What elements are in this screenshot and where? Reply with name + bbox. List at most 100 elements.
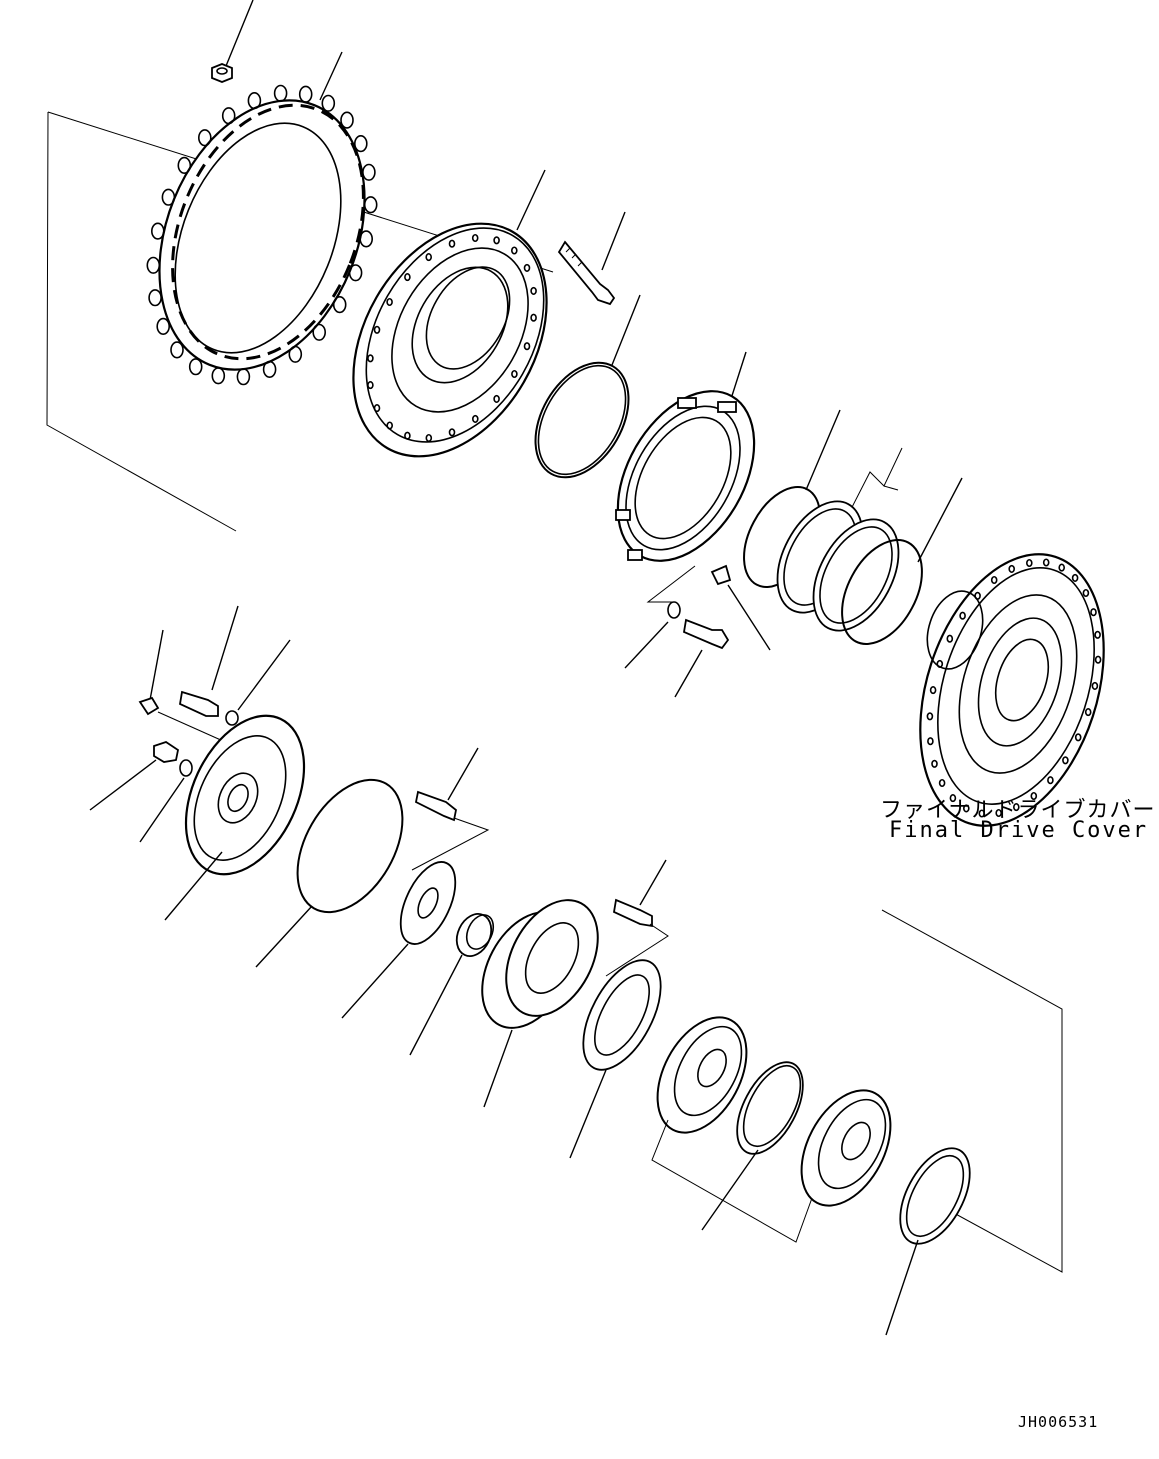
- sprocket-tooth: [198, 129, 212, 147]
- hub-bolt-hole: [373, 404, 381, 413]
- sprocket-tooth: [332, 296, 347, 314]
- cover-bolt-hole: [1074, 733, 1082, 742]
- hub-bolt-hole: [493, 236, 500, 245]
- ball-bearing-inner-part: [651, 1089, 892, 1243]
- cover-bolt-hole: [1082, 588, 1090, 598]
- cover-bolt-hole: [929, 686, 937, 695]
- cover-bolt-hole: [927, 737, 934, 746]
- cover-bolt-hole: [949, 794, 957, 803]
- plug-o-ring-part: [139, 759, 193, 843]
- sprocket-tooth: [188, 358, 203, 376]
- hub-part: [352, 169, 548, 458]
- washer-part: [624, 565, 696, 669]
- cover-bolt-hole: [1030, 791, 1038, 801]
- cover-bolt-part: [178, 605, 239, 717]
- hub-bolt-hole: [511, 369, 518, 379]
- cover-washer-part: [225, 639, 291, 726]
- hub-bolt-hole: [386, 297, 393, 307]
- o-ring-part: [534, 294, 641, 479]
- hub-bolt-hole: [530, 286, 537, 295]
- cover-bolt-hole: [1071, 573, 1079, 582]
- floating-seal-o-ring-part: [841, 477, 963, 645]
- sprocket-tooth: [156, 317, 170, 336]
- cover-bolt-hole: [938, 778, 946, 788]
- cover-bolt-hole: [1008, 564, 1016, 573]
- hub-bolt-hole: [404, 431, 411, 440]
- cover-bolt-hole: [1058, 563, 1065, 572]
- snap-ring-part: [885, 1147, 971, 1336]
- bolt-part: [674, 618, 730, 698]
- final-drive-cover-part: [919, 553, 1105, 827]
- hub-bolt-hole: [471, 414, 479, 423]
- nut-part: [211, 0, 254, 83]
- hub-bolt-hole: [386, 421, 394, 430]
- hub-bolt-hole: [448, 428, 456, 437]
- sprocket-tooth: [353, 135, 368, 153]
- hub-bolt-hole: [523, 263, 531, 272]
- sprocket-tooth: [348, 264, 363, 282]
- cover-bolt-hole: [931, 759, 938, 768]
- cover-bolt-hole: [1062, 756, 1069, 765]
- hub-bolt-hole: [510, 246, 518, 255]
- cover-bolt-hole: [1090, 608, 1097, 617]
- assembly-bracket-bottom: [881, 909, 1063, 1273]
- cover-bolt-hole: [995, 808, 1003, 818]
- sprocket-tooth: [161, 188, 176, 206]
- spacer-part: [409, 913, 495, 1056]
- hub-bolt-hole: [471, 233, 479, 243]
- cover-bolt-hole: [962, 804, 970, 813]
- drawing-id: JH006531: [1018, 1413, 1099, 1431]
- cover-bolt-hole: [1026, 558, 1033, 568]
- hub-bolt-hole: [425, 253, 433, 262]
- sprocket-tooth: [298, 85, 313, 103]
- cover-bolt-hole: [1084, 708, 1092, 717]
- sprocket-tooth: [247, 91, 262, 110]
- sprocket-tooth: [359, 230, 374, 248]
- sprocket-tooth: [363, 196, 378, 214]
- shim-plate-part: [341, 861, 457, 1019]
- cover-bolt-hole: [1042, 558, 1050, 567]
- cover-bolt-hole: [990, 575, 998, 585]
- retainer-plate-part: [569, 959, 662, 1159]
- seal-retainer-part: [615, 351, 756, 562]
- cover-bolt-hole: [1012, 803, 1020, 812]
- cover-bolt-hole: [1094, 655, 1102, 664]
- plug-part: [710, 564, 771, 651]
- roller-bearing-part: [481, 899, 599, 1108]
- sprocket-tooth: [236, 368, 251, 386]
- sprocket-tooth: [262, 360, 277, 379]
- hub-bolt-hole: [404, 273, 411, 282]
- cover-bolt-hole: [1047, 776, 1054, 785]
- floating-seal-pair-part: [776, 447, 903, 632]
- sprocket-tooth: [288, 345, 303, 363]
- cover-bolt-hole: [1091, 681, 1099, 690]
- hub-bolt-hole: [373, 325, 381, 334]
- hub-bolt-hole: [367, 354, 374, 363]
- end-cover-bolt-part: [411, 747, 490, 871]
- hub-bolt-hole: [425, 433, 433, 443]
- sprocket-part: [146, 51, 378, 386]
- bearing-spacer-part: [701, 1061, 804, 1231]
- hub-bolt-hole: [530, 313, 537, 322]
- retainer-bolt-part: [605, 859, 669, 977]
- sprocket-tooth: [221, 107, 236, 125]
- cover-bolt-hole: [974, 591, 981, 600]
- sprocket-tooth: [340, 111, 354, 129]
- sprocket-tooth: [312, 323, 327, 341]
- hub-bolt-hole: [493, 394, 500, 403]
- drain-plug-part: [89, 741, 180, 811]
- assembly-label-en: Final Drive Cover: [889, 818, 1149, 843]
- sprocket-tooth: [177, 156, 192, 174]
- sprocket-tooth: [273, 84, 288, 102]
- sprocket-tooth: [151, 222, 165, 240]
- cover-o-ring-part: [255, 778, 404, 968]
- sprocket-tooth: [211, 367, 226, 385]
- sprocket-tooth: [146, 256, 161, 274]
- hub-bolt-hole: [367, 381, 374, 390]
- cover-bolt-hole: [926, 712, 934, 721]
- hub-bolt-part: [557, 211, 626, 306]
- ball-bearing-outer-part: [656, 1016, 748, 1134]
- cover-bolt-hole: [946, 634, 954, 643]
- cover-bolt-hole: [959, 611, 966, 620]
